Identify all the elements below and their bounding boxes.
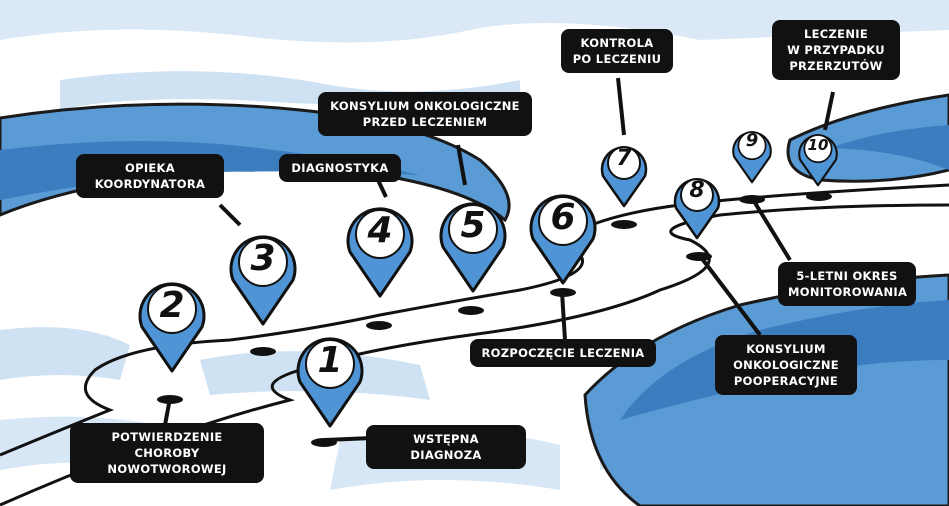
milestone-1-pin: 1 <box>290 330 370 428</box>
milestone-9-label-line-2: MONITOROWANIA <box>788 285 908 299</box>
milestone-10-dot <box>806 192 832 201</box>
milestone-1-number: 1 <box>317 340 343 381</box>
milestone-7-label: KONTROLA PO LECZENIU <box>561 29 673 73</box>
milestone-10-label-line-3: PRZERZUTÓW <box>789 59 883 73</box>
milestone-8-number: 8 <box>689 178 705 203</box>
milestone-3-dot <box>250 347 276 356</box>
milestone-4-label-line-1: DIAGNOSTYKA <box>291 161 389 175</box>
milestone-6-label: ROZPOCZĘCIE LECZENIA <box>470 339 656 367</box>
milestone-10-label-line-2: W PRZYPADKU <box>787 43 885 57</box>
milestone-8-label-line-1: KONSYLIUM <box>746 342 826 356</box>
milestone-3-pin: 3 <box>223 228 303 326</box>
milestone-2-label-line-1: POTWIERDZENIE CHOROBY <box>111 430 223 460</box>
milestone-7-label-line-2: PO LECZENIU <box>572 52 662 66</box>
milestone-6-label-line-1: ROZPOCZĘCIE LECZENIA <box>481 346 645 360</box>
milestone-7-pin: 7 <box>597 140 651 208</box>
milestone-6-number: 6 <box>550 197 576 238</box>
milestone-5-label-line-2: PRZED LECZENIEM <box>362 115 488 129</box>
milestone-3-label-line-1: OPIEKA <box>125 161 175 175</box>
milestone-10-number: 10 <box>807 136 829 154</box>
milestone-4-label: DIAGNOSTYKA <box>279 154 401 182</box>
milestone-3-label: OPIEKA KOORDYNATORA <box>76 154 224 198</box>
milestone-9-pin: 9 <box>729 125 775 185</box>
milestone-9-label-line-1: 5-LETNI OKRES <box>796 269 898 283</box>
milestone-8-label-line-2: ONKOLOGICZNE <box>733 358 839 372</box>
milestone-7-number: 7 <box>616 146 632 171</box>
milestone-8-label-line-3: POOPERACYJNE <box>733 374 839 388</box>
milestone-5-number: 5 <box>460 205 486 246</box>
milestone-10-pin: 10 <box>795 128 841 188</box>
milestone-2-pin: 2 <box>132 275 212 373</box>
milestone-5-label-line-1: KONSYLIUM ONKOLOGICZNE <box>330 99 520 113</box>
milestone-4-number: 4 <box>367 210 393 251</box>
milestone-9-label: 5-LETNI OKRES MONITOROWANIA <box>778 262 916 306</box>
milestone-3-number: 3 <box>250 238 276 279</box>
milestone-8-pin: 8 <box>670 172 724 240</box>
milestone-1-dot <box>311 438 337 447</box>
milestone-4-dot <box>366 321 392 330</box>
milestone-5-label: KONSYLIUM ONKOLOGICZNE PRZED LECZENIEM <box>318 92 532 136</box>
milestone-1-label-line-1: WSTĘPNA DIAGNOZA <box>410 432 482 462</box>
milestone-4-pin: 4 <box>340 200 420 298</box>
milestone-8-label: KONSYLIUM ONKOLOGICZNE POOPERACYJNE <box>715 335 857 395</box>
milestone-2-label: POTWIERDZENIE CHOROBY NOWOTWOROWEJ <box>70 423 264 483</box>
milestone-10-label: LECZENIE W PRZYPADKU PRZERZUTÓW <box>772 20 900 80</box>
milestone-6-pin: 6 <box>523 187 603 285</box>
milestone-9-number: 9 <box>745 130 759 151</box>
milestone-7-dot <box>611 220 637 229</box>
milestone-2-number: 2 <box>159 285 185 326</box>
milestone-5-dot <box>458 306 484 315</box>
milestone-2-label-line-2: NOWOTWOROWEJ <box>107 462 227 476</box>
milestone-7-label-line-1: KONTROLA <box>580 36 654 50</box>
milestone-5-pin: 5 <box>433 195 513 293</box>
milestone-1-label: WSTĘPNA DIAGNOZA <box>366 425 526 469</box>
milestone-8-dot <box>686 252 712 261</box>
milestone-3-label-line-2: KOORDYNATORA <box>94 177 206 191</box>
milestone-10-label-line-1: LECZENIE <box>804 27 868 41</box>
